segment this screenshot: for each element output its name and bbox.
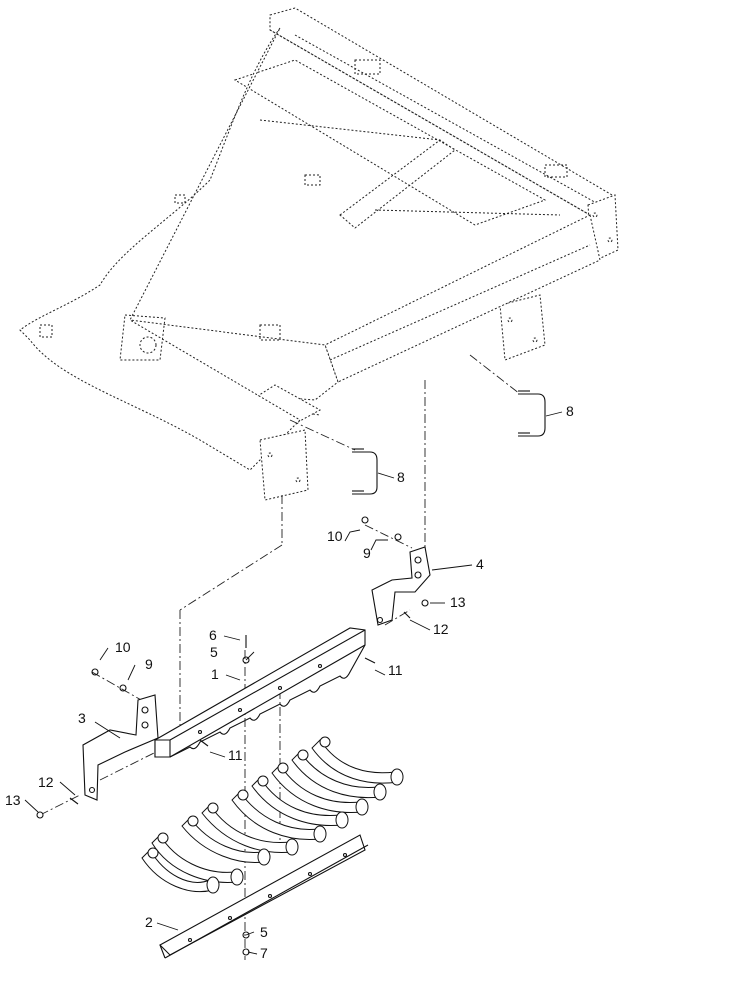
clamp-plate	[159, 834, 369, 959]
label-part-12-left: 12	[38, 774, 54, 790]
hose-mount-channel	[154, 627, 366, 758]
u-bolt-left	[352, 448, 378, 495]
label-part-10-right: 10	[327, 528, 343, 544]
label-part-5-top: 5	[210, 644, 218, 660]
label-part-3: 3	[78, 710, 86, 726]
label-part-9-left: 9	[145, 656, 153, 672]
hydraulic-hoses	[141, 736, 404, 894]
leader-lines	[24, 411, 563, 955]
label-part-13-left: 13	[5, 792, 21, 808]
label-part-13-right: 13	[450, 594, 466, 610]
label-part-1: 1	[211, 666, 219, 682]
label-part-11-left: 11	[228, 747, 243, 763]
label-part-12-right: 12	[433, 621, 449, 637]
fasteners	[36, 516, 429, 956]
label-part-10-left: 10	[115, 639, 131, 655]
label-part-7: 7	[260, 945, 268, 961]
bracket-right	[371, 546, 431, 626]
label-part-2: 2	[145, 914, 153, 930]
label-part-4: 4	[476, 556, 484, 572]
u-bolt-right	[518, 390, 546, 437]
frame-assembly	[19, 7, 619, 501]
bracket-left	[82, 694, 159, 801]
label-part-8-right: 8	[566, 403, 574, 419]
label-part-5-bottom: 5	[260, 924, 268, 940]
label-part-6: 6	[209, 627, 217, 643]
part-labels: 1 2 3 4 5 5 6 7 8 8 9 9 10 10 11 11 12 1…	[5, 403, 574, 961]
label-part-8-left: 8	[397, 469, 405, 485]
label-part-9-right: 9	[363, 545, 371, 561]
label-part-11-right: 11	[388, 662, 403, 678]
